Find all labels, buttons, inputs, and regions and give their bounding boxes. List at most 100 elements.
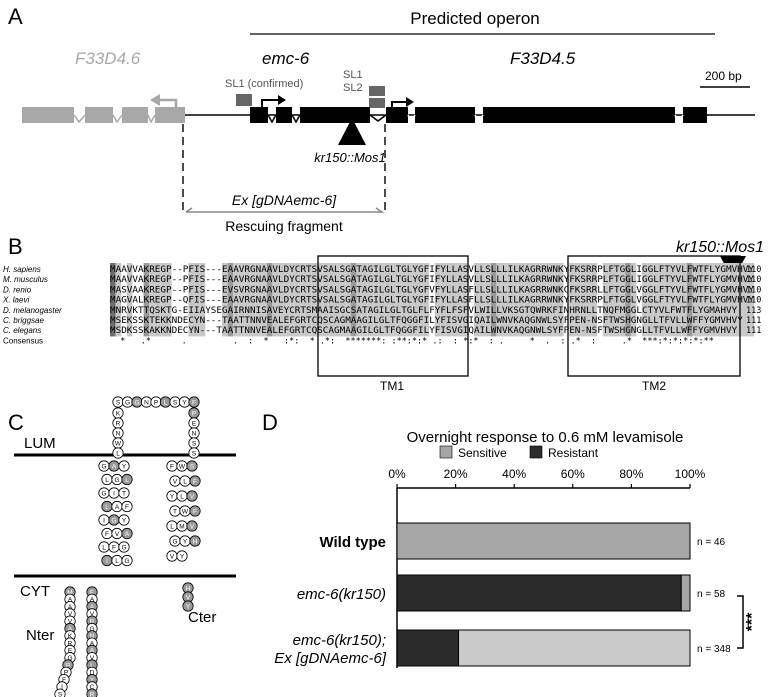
residue-circle [118,514,130,526]
sequence-length: 110 [746,296,761,306]
residue-letter: V [186,594,191,601]
alignment-column-shade [160,263,166,337]
residue-letter: P [66,662,70,669]
alignment-column-shade [255,263,262,337]
species-name: C. elegans [3,326,41,335]
residue-letter: G [125,399,130,406]
residue-circle [188,396,200,408]
residue-letter: L [90,662,94,669]
residue-letter: A [68,604,73,611]
alignment-column-shade [479,263,486,337]
alignment-column-shade [658,263,665,337]
bar-sensitive [396,522,691,560]
rescue-fragment-line [185,207,385,213]
alignment-column-shade [608,263,614,337]
alignment-column-shade [546,263,553,337]
f33d45-introns [407,114,684,123]
bar-resistant [396,629,460,667]
residue-letter: S [173,399,178,406]
residue-letter: L [180,493,184,500]
panel-b-mos1-label: kr150::Mos1 [676,239,764,256]
residue-letter: C [90,684,95,691]
residue-letter: Y [90,677,95,684]
alignment-column-shade [670,263,676,337]
gene-emc6-label: emc-6 [262,49,310,68]
residue-letter: L [105,477,109,484]
bar-sensitive [458,629,691,667]
residue-letter: G [101,463,106,470]
residue-letter: V [170,553,175,560]
residue-circle [118,541,130,553]
category-label: Wild type [319,534,386,551]
residue-circle [189,505,201,517]
f33d46-arrowhead-icon [150,94,160,106]
residue-circle [112,447,124,459]
tm1-box [317,255,469,377]
sl1-confirmed-label: SL1 (confirmed) [225,78,303,90]
residue-letter: F [170,463,174,470]
alignment-column-shade [703,263,710,337]
n-label: n = 46 [697,537,726,548]
alignment-column-shade [457,263,463,337]
alignment-column-shade [373,263,379,337]
residue-circle [121,527,133,540]
residue-letter: G [101,490,106,497]
residue-letter: A [68,626,73,633]
species-name: X. laevi [2,296,29,305]
residue-letter: F [112,544,116,551]
alignment-column-shade [143,263,150,337]
residue-letter: I [106,558,108,565]
residue-letter: A [90,604,95,611]
residue-letter: V [90,611,95,618]
residue-letter: L [102,544,106,551]
residue-letter: K [116,410,121,417]
residue-letter: D [90,670,95,677]
sequence-length: 111 [746,326,761,336]
residue-letter: G [67,655,72,662]
alignment-column-shade [574,263,581,337]
alignment-column-shade [485,263,491,337]
alignment-column-shade [569,263,575,337]
residue-letter: F [62,677,66,684]
alignment-column-shade [518,263,525,337]
residue-letter: L [105,504,109,511]
alignment-column-shade [502,263,508,337]
residue-circle [118,460,130,472]
residue-letter: R [68,640,73,647]
residue-letter: Y [122,463,127,470]
alignment-column-shade [412,263,418,337]
alignment-column-shade [451,263,458,337]
alignment-column-shade [720,263,726,337]
alignment-column-shade [474,263,480,337]
alignment-column-shade [149,263,155,337]
alignment-column-shade [586,263,592,337]
alignment-column-shade [250,263,256,337]
alignment-column-shade [350,263,357,337]
residue-letter: G [114,477,119,484]
alignment-shading [110,263,754,337]
bar-sensitive [680,574,691,612]
alignment-column-shade [423,263,430,337]
alignment-column-shade [154,263,161,337]
alignment-column-shade [614,263,620,337]
legend-label: Sensitive [458,446,507,460]
residue-letter: I [61,684,63,691]
alignment-column-shade [401,263,407,337]
tm2-label: TM2 [642,379,666,393]
residue-letter: A [125,531,130,538]
alignment-column-shade [580,263,586,337]
sl2-box [369,98,385,108]
gene-f33d46-label: F33D4.6 [75,49,141,68]
species-name: M. musculus [3,275,48,284]
residue-letter: N [116,430,121,437]
residue-letter: L [116,450,120,457]
significance-stars: *** [744,612,761,631]
species-sequence: MAAVVAKREGP--PFIS---EAAVRGNAAVLDYCRTSVSA… [110,265,754,275]
legend-swatch [439,445,453,459]
alignment-column-shade [726,263,732,337]
alignment-column-shade [418,263,424,337]
alignment-column-shade [541,263,547,337]
f33d46-introns [73,114,156,124]
residue-letter: A [68,597,73,604]
